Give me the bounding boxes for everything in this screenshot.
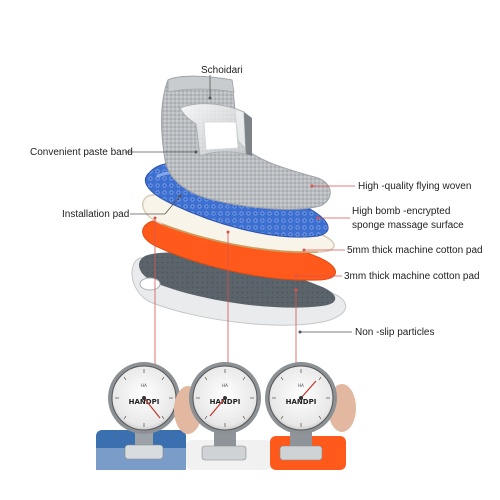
gauge-3-brand: HANDPI xyxy=(286,398,317,406)
gauge-2-brand: HANDPI xyxy=(210,398,241,406)
label-flying-woven: High -quality flying woven xyxy=(358,181,472,192)
shoe-upper xyxy=(161,75,331,210)
gauge-3-unit: HA xyxy=(298,383,304,388)
label-non-slip-particles: Non -slip particles xyxy=(355,327,435,338)
label-3mm-cotton-pad: 3mm thick machine cotton pad xyxy=(344,271,480,282)
leader-lines xyxy=(125,75,355,368)
gauge-1-brand: HANDPI xyxy=(129,398,160,406)
thickness-gauge-2: HANDPI HA xyxy=(174,362,272,470)
gauge-2-unit: HA xyxy=(222,383,228,388)
thickness-gauge-3: HANDPI HA xyxy=(265,362,356,470)
label-convenient-paste-band: Convenient paste band xyxy=(30,147,133,158)
label-5mm-cotton-pad: 5mm thick machine cotton pad xyxy=(347,245,483,256)
thickness-gauge-1: HANDPI HA xyxy=(96,362,186,470)
gauge-1-unit: HA xyxy=(141,383,147,388)
label-massage-surface: High bomb -encrypted sponge massage surf… xyxy=(352,205,464,233)
label-schoidari: Schoidari xyxy=(201,65,243,76)
label-massage-line-1: High bomb -encrypted xyxy=(352,206,451,217)
label-massage-line-2: sponge massage surface xyxy=(352,220,464,231)
label-installation-pad: Installation pad xyxy=(62,209,130,220)
